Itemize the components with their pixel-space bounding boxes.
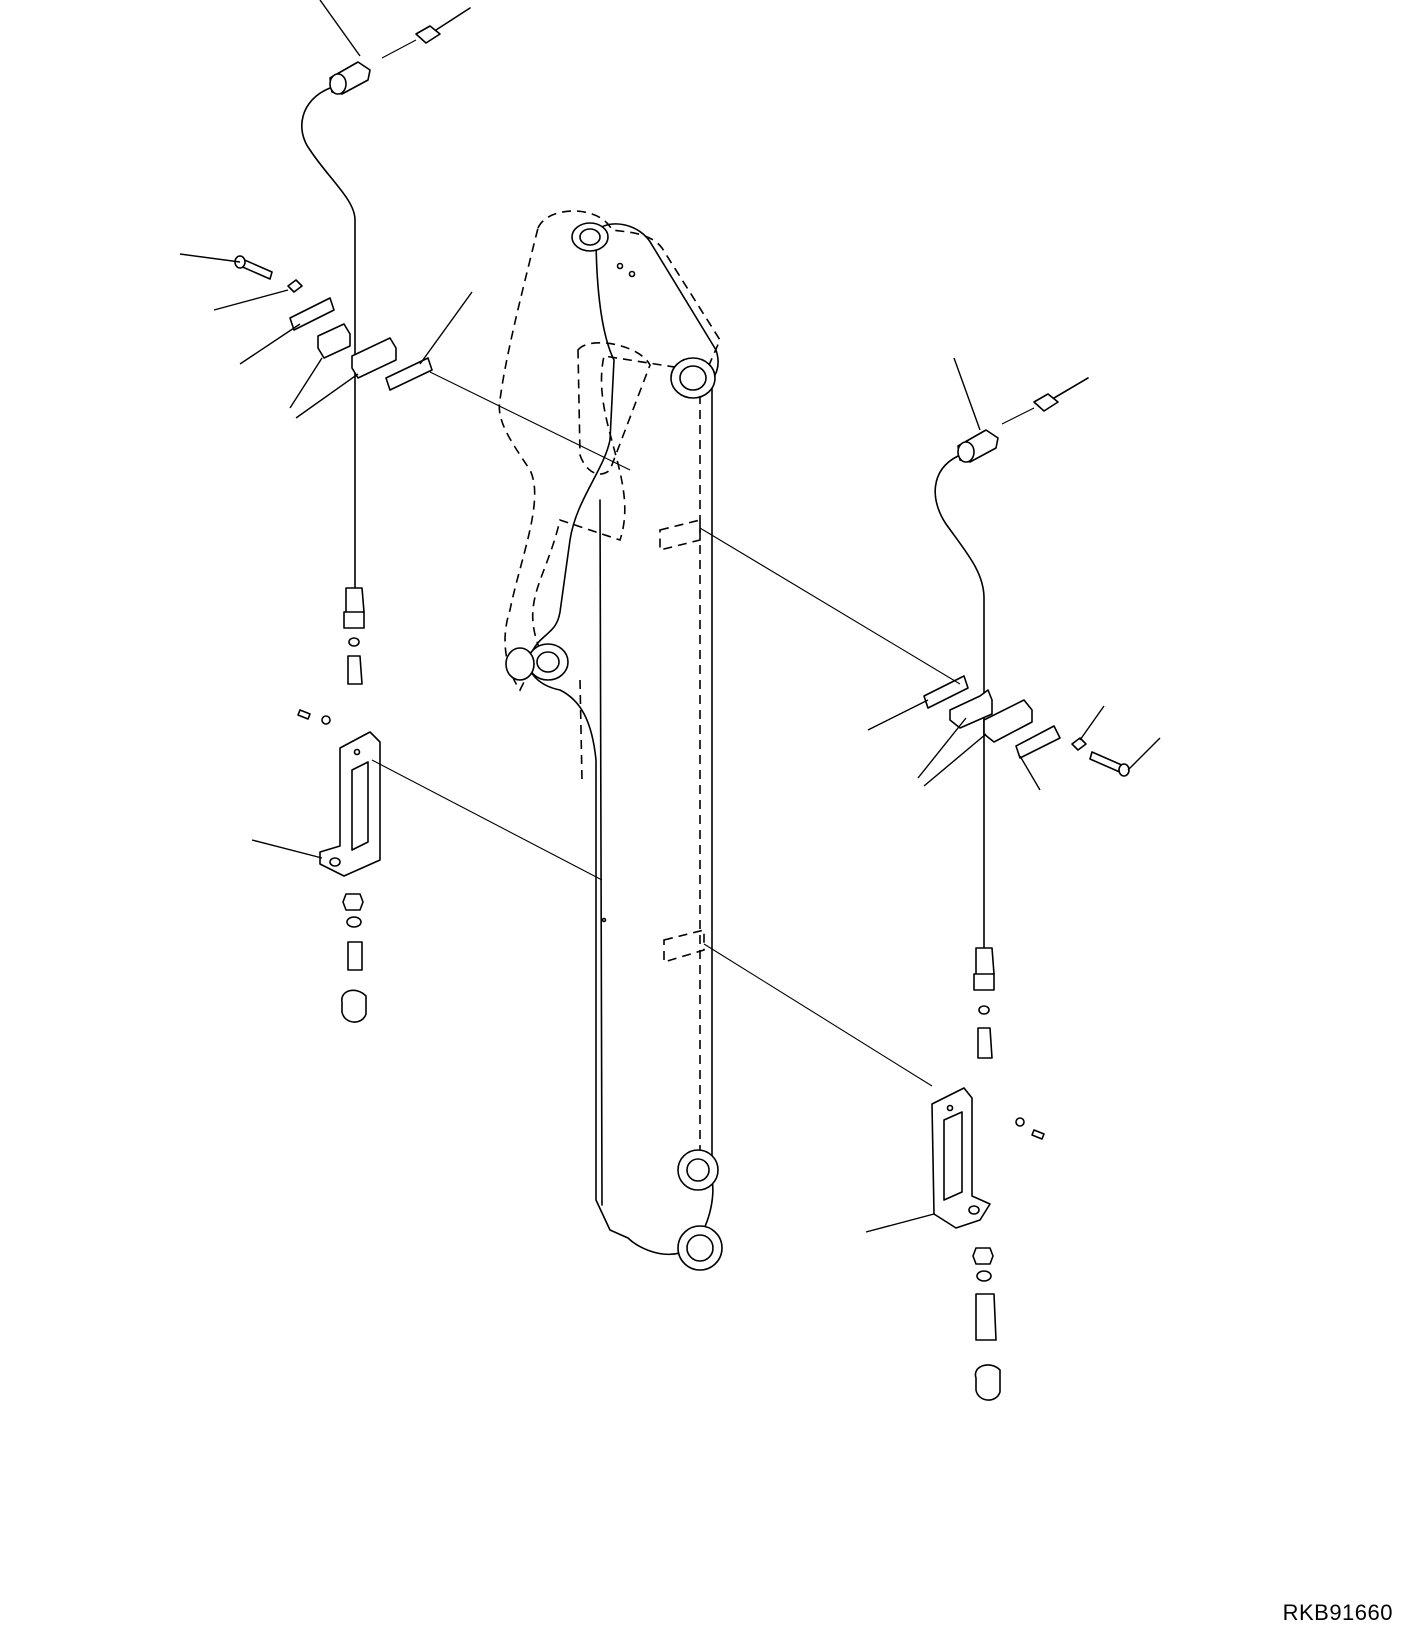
arm-lower-dash <box>579 679 583 781</box>
left-washer <box>287 279 303 293</box>
left-nipple <box>347 655 363 685</box>
left-clamp-half-a <box>317 323 351 359</box>
right-cap <box>974 1364 1001 1401</box>
left-nut <box>342 893 364 911</box>
left-hose-end <box>435 7 471 31</box>
arm-window <box>577 342 651 475</box>
left-bracket <box>319 731 381 877</box>
arm-outline <box>527 223 719 1256</box>
left-cap <box>341 989 367 1023</box>
right-lower-fitting <box>975 947 995 977</box>
right-hose-end <box>1053 377 1089 399</box>
left-leader-3 <box>213 289 289 311</box>
left-leader-5 <box>289 357 323 409</box>
right-leader-2 <box>867 699 929 731</box>
left-leader-2 <box>179 253 241 263</box>
left-leader-8 <box>251 839 323 859</box>
left-clamp-plate <box>289 297 335 331</box>
right-clamp-plate <box>923 675 969 709</box>
right-small-screw <box>1031 1129 1045 1140</box>
right-leader-3 <box>917 717 967 779</box>
left-pointer-line-lower <box>371 759 603 881</box>
top-pin-boss <box>571 222 609 252</box>
right-leader-8 <box>865 1213 935 1233</box>
left-small-screw <box>297 709 311 720</box>
right-nut <box>972 1247 994 1265</box>
left-leader-6 <box>295 373 359 419</box>
left-clamp-plate-b <box>385 357 433 391</box>
right-bracket <box>931 1087 991 1229</box>
right-hose-nut <box>1033 393 1059 412</box>
right-coupler <box>975 1293 997 1341</box>
left-pointer-line-upper <box>429 371 631 471</box>
right-leader-7 <box>1127 737 1161 771</box>
right-pointer-line-upper <box>699 527 961 685</box>
drawing-code: RKB91660 <box>1282 1600 1393 1625</box>
arm-rear-plate-outline <box>498 210 721 692</box>
left-coupler <box>347 941 363 971</box>
left-leader-7 <box>419 291 473 365</box>
left-leader-4 <box>239 323 301 365</box>
right-clamp-half-a <box>949 689 993 729</box>
left-flex-hose <box>301 87 356 591</box>
right-leader-4 <box>923 733 987 787</box>
arm-pad-lower <box>663 928 705 964</box>
left-lower-fitting <box>345 587 365 615</box>
right-washer <box>1071 737 1087 751</box>
right-flex-hose <box>934 455 985 951</box>
left-leader-1 <box>319 0 361 57</box>
right-nipple <box>977 1027 993 1059</box>
upper-right-boss <box>670 357 716 399</box>
right-clamp-half-b <box>983 699 1033 743</box>
bottom-boss-upper <box>677 1149 719 1191</box>
arm-inner-edge <box>599 499 603 1206</box>
left-grease-line-assembly <box>179 0 631 1023</box>
right-grease-line-assembly <box>699 357 1161 1401</box>
right-clamp-plate-b <box>1015 725 1061 759</box>
right-leader-1 <box>953 357 981 431</box>
left-hose-nut <box>415 25 441 44</box>
excavator-arm <box>498 210 723 1271</box>
bottom-boss-lower <box>677 1225 723 1271</box>
right-pointer-line-lower <box>703 943 933 1087</box>
left-clamp-half-b <box>351 337 397 379</box>
right-leader-6 <box>1079 705 1105 741</box>
right-leader-5 <box>1019 755 1041 791</box>
arm-pad-upper <box>659 518 701 552</box>
